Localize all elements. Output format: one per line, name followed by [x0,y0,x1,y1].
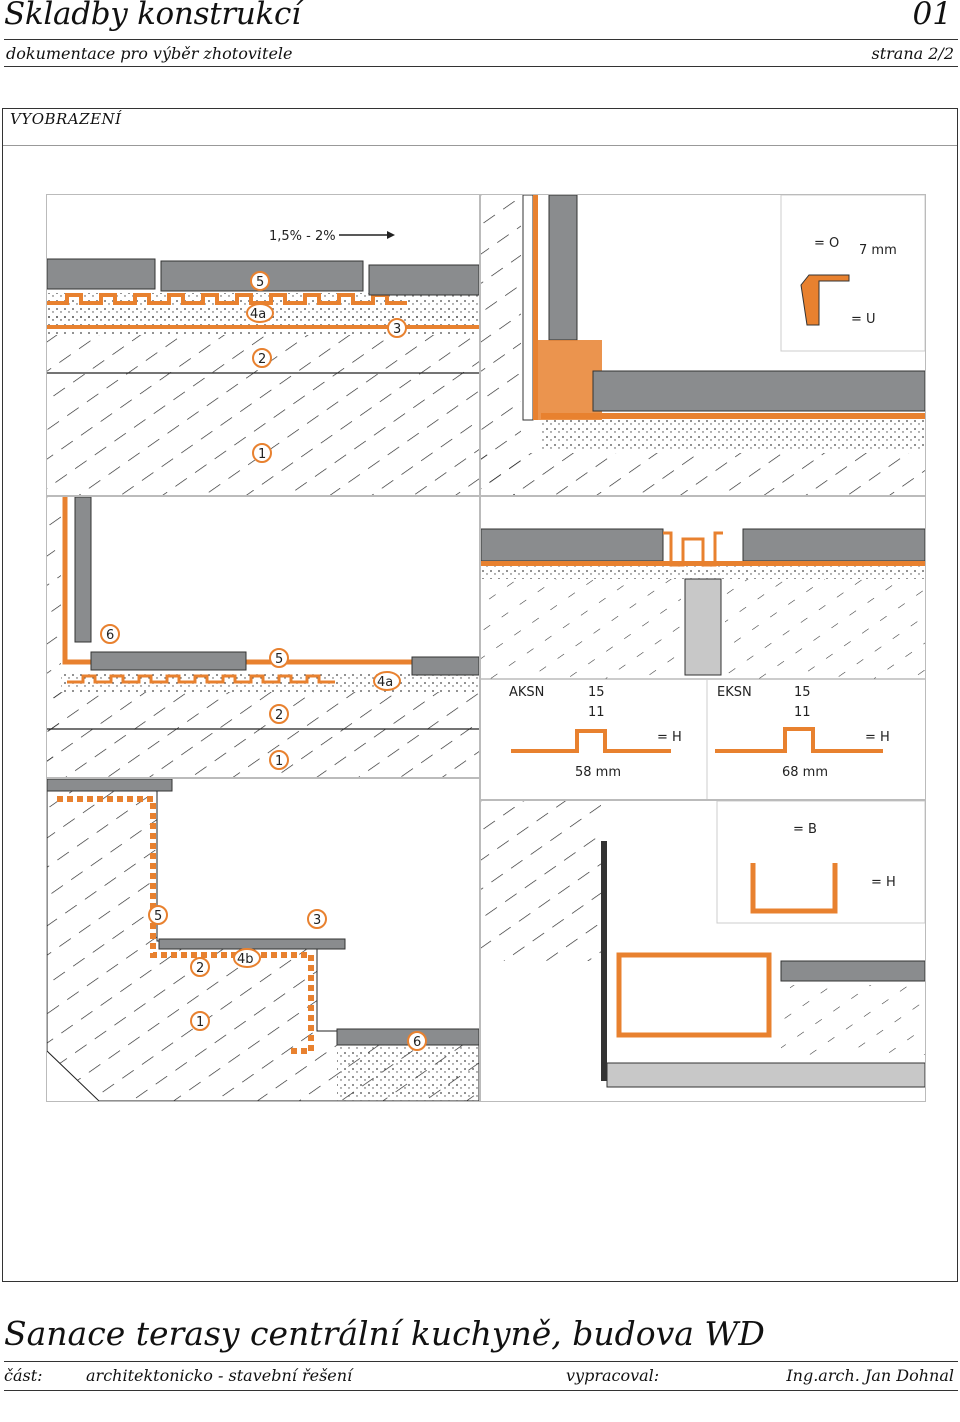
svg-text:4a: 4a [377,675,393,690]
section-rule [3,145,957,146]
detail-terrace-layers: 1,5% - 2% 5 4a 3 2 1 [46,194,480,496]
svg-text:4a: 4a [250,307,266,322]
label-eksn: EKSN [717,685,752,700]
dim-u: = U [851,312,876,327]
aksn-width-11: 11 [588,705,605,720]
svg-text:3: 3 [393,322,401,337]
svg-text:2: 2 [196,961,204,976]
eksn-width-15: 15 [794,685,811,700]
svg-text:6: 6 [106,628,114,643]
aksn-width-15: 15 [588,685,605,700]
aksn-height: = H [657,730,682,745]
svg-text:1: 1 [258,447,266,462]
eksn-height: = H [865,730,890,745]
callout-5c: 5 [148,905,168,925]
svg-text:1: 1 [275,754,283,769]
footer-bottom-rule [4,1390,958,1391]
detail-expansion-joint: AKSN 15 11 = H 58 mm EKSN 15 11 = H 68 m… [480,496,926,800]
svg-text:2: 2 [258,352,266,367]
section-label: VYOBRAZENÍ [10,110,122,128]
drawing-frame [2,108,958,1282]
document-subtitle: dokumentace pro výběr zhotovitele [6,44,293,63]
svg-text:6: 6 [413,1035,421,1050]
document-number: 01 [912,0,952,32]
callout-6: 6 [100,624,120,644]
eksn-total-width: 68 mm [782,765,828,780]
eksn-width-11: 11 [794,705,811,720]
footer-rule [4,1361,958,1362]
callout-3c: 3 [307,909,327,929]
callout-4a: 4a [246,303,274,323]
slope-label: 1,5% - 2% [269,229,336,244]
callout-3: 3 [387,318,407,338]
detail-stepped-section: 5 3 4b 2 1 6 [46,778,480,1102]
callout-1b: 1 [269,750,289,770]
callout-1: 1 [252,443,272,463]
svg-text:5: 5 [154,909,162,924]
header-rule [4,39,958,40]
dim-b: = B [793,822,817,837]
dim-o: = O [814,236,839,251]
callout-2: 2 [252,348,272,368]
document-title: Skladby konstrukcí [4,0,301,32]
svg-text:4b: 4b [237,952,254,967]
callout-5b: 5 [269,648,289,668]
callout-2b: 2 [269,704,289,724]
detail-upstand: 6 5 4a 2 1 [46,496,480,778]
callout-5: 5 [250,271,270,291]
svg-text:3: 3 [313,913,321,928]
aksn-total-width: 58 mm [575,765,621,780]
svg-text:5: 5 [256,275,264,290]
detail-wall-profile: = O 7 mm = U [480,194,926,496]
callout-4b: 4b [233,948,261,968]
author-value: Ing.arch. Jan Dohnal [786,1366,954,1385]
author-label: vypracoval: [566,1366,660,1385]
label-aksn: AKSN [509,685,544,700]
svg-text:2: 2 [275,708,283,723]
subheader-rule [4,66,958,67]
svg-text:1: 1 [196,1015,204,1030]
svg-text:5: 5 [275,652,283,667]
dim-h: = H [871,875,896,890]
dim-7mm: 7 mm [859,243,897,258]
callout-1c: 1 [190,1011,210,1031]
callout-2c: 2 [190,957,210,977]
project-title: Sanace terasy centrální kuchyně, budova … [4,1314,765,1353]
part-value: architektonicko - stavební řešení [86,1366,353,1385]
part-label: část: [4,1366,43,1385]
page-label: strana 2/2 [871,44,954,63]
callout-4a-b: 4a [373,671,401,691]
detail-drainage-channel: = B = H [480,800,926,1102]
callout-6c: 6 [407,1031,427,1051]
